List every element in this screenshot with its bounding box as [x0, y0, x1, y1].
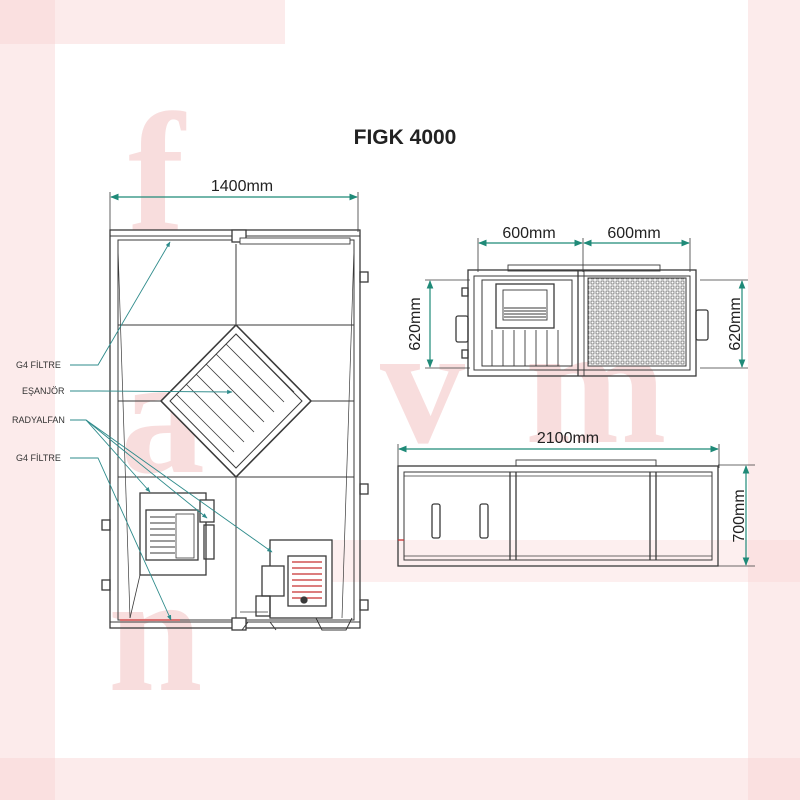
dim-side-length: 2100mm — [537, 430, 599, 447]
dim-top-width-right: 600mm — [607, 225, 660, 242]
leader-lines — [70, 241, 273, 621]
page-title: FIGK 4000 — [353, 126, 457, 149]
top-view — [425, 238, 748, 377]
label-exchanger: EŞANJÖR — [22, 386, 65, 396]
top-fan — [495, 283, 555, 329]
side-casing — [397, 465, 719, 567]
heat-exchanger — [159, 323, 313, 479]
label-radial-fan: RADYALFAN — [12, 415, 65, 425]
radial-fan-left — [139, 492, 207, 576]
watermark-block-bottom — [0, 758, 800, 800]
watermark-block-top-left — [0, 0, 285, 44]
dim-top-height-right: 620mm — [727, 297, 744, 350]
side-view — [397, 444, 755, 567]
watermark-letter-v: v — [380, 291, 465, 479]
top-filter-mesh — [587, 277, 687, 367]
dim-top-height-left: 620mm — [407, 297, 424, 350]
watermark-letter-n: n — [108, 539, 203, 727]
label-filter-bottom: G4 FİLTRE — [16, 453, 61, 463]
watermark-band-mid — [330, 540, 800, 582]
plan-view — [101, 192, 369, 631]
dim-side-height: 700mm — [731, 489, 748, 542]
watermark-block-right — [748, 0, 800, 800]
watermark-block-left — [0, 0, 55, 800]
dim-plan-width: 1400mm — [211, 178, 273, 195]
dim-top-width-left: 600mm — [502, 225, 555, 242]
label-filter-top: G4 FİLTRE — [16, 360, 61, 370]
